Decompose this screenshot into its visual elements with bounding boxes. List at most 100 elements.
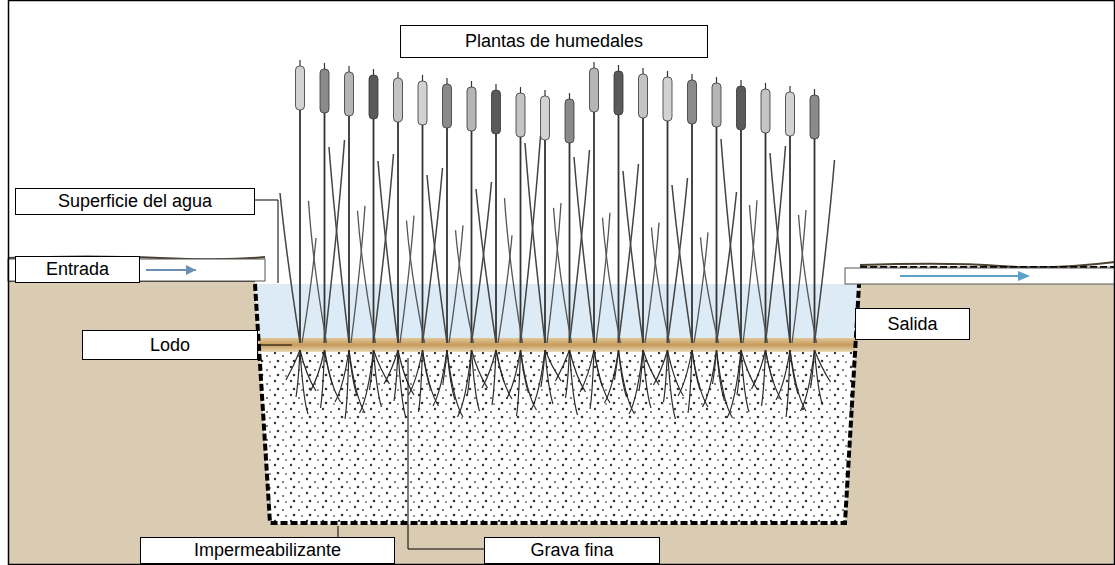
plant-stem bbox=[348, 116, 350, 343]
plant-stem bbox=[324, 113, 326, 343]
outlet-label: Salida bbox=[855, 308, 970, 340]
plant-root bbox=[433, 350, 447, 406]
plant-tip bbox=[740, 80, 741, 86]
plant-leaf bbox=[668, 178, 688, 343]
plant-root bbox=[762, 350, 766, 406]
plant-leaf bbox=[400, 216, 414, 343]
plant-leaf bbox=[505, 198, 523, 343]
plant-root bbox=[664, 350, 668, 402]
plant-root bbox=[737, 350, 741, 395]
plant-leaf bbox=[645, 223, 659, 343]
plant-leaf bbox=[766, 146, 786, 343]
plant-root bbox=[639, 350, 643, 391]
plant-leaf bbox=[525, 143, 545, 343]
liner bbox=[255, 268, 1115, 523]
cattail-spike bbox=[663, 77, 672, 121]
plant-stem bbox=[397, 122, 399, 343]
outlet-arrow bbox=[1018, 271, 1030, 281]
plant-tip bbox=[618, 65, 619, 71]
cattail-spike bbox=[590, 68, 599, 112]
plant-root bbox=[815, 350, 831, 382]
plant-root bbox=[615, 350, 619, 380]
plant-stem bbox=[446, 128, 448, 343]
plant-leaf bbox=[623, 171, 643, 343]
plant-leaf bbox=[694, 232, 708, 343]
plant-leaf bbox=[596, 213, 610, 343]
plant-leaf bbox=[325, 140, 345, 343]
sludge-label: Lodo bbox=[82, 330, 258, 360]
gravel-label: Grava fina bbox=[484, 537, 660, 564]
plant-root bbox=[370, 350, 374, 390]
plant-stem bbox=[520, 137, 522, 343]
plant-root bbox=[605, 350, 619, 403]
plant-leaf bbox=[351, 206, 365, 343]
plant-root bbox=[443, 350, 447, 383]
leader-line bbox=[255, 200, 278, 283]
plant-leaf bbox=[721, 139, 741, 343]
plant-tip bbox=[495, 84, 496, 90]
plant-leaf bbox=[358, 211, 376, 343]
inlet-arrow bbox=[186, 265, 196, 275]
outlet-arrow bbox=[900, 275, 1020, 277]
plant-root bbox=[374, 350, 382, 407]
plant-tip bbox=[716, 77, 717, 83]
cattail-spike bbox=[712, 83, 721, 127]
leader-line bbox=[338, 526, 339, 537]
cattail-spike bbox=[492, 90, 501, 134]
plant-leaf bbox=[743, 200, 757, 343]
cattail-spike bbox=[320, 69, 329, 113]
plant-leaf bbox=[799, 215, 817, 343]
cattail-spike bbox=[394, 78, 403, 122]
plant-root bbox=[619, 350, 635, 414]
plant-root bbox=[531, 350, 545, 410]
plant-leaf bbox=[449, 225, 463, 343]
plant-root bbox=[423, 350, 439, 406]
plant-root bbox=[811, 350, 815, 388]
plant-stem bbox=[422, 125, 424, 343]
plant-leaf bbox=[280, 193, 300, 343]
plant-root bbox=[394, 350, 398, 401]
plant-root bbox=[472, 350, 480, 411]
cattail-spike bbox=[516, 93, 525, 137]
plant-tip bbox=[544, 90, 545, 96]
plant-stem bbox=[299, 110, 301, 343]
cattail-spike bbox=[541, 96, 550, 140]
plant-stem bbox=[593, 112, 595, 343]
plant-leaf bbox=[472, 182, 492, 343]
label-text: Plantas de humedales bbox=[465, 31, 643, 52]
wetland-plants bbox=[280, 60, 835, 419]
plant-root bbox=[741, 350, 749, 412]
plant-root bbox=[643, 350, 651, 408]
plant-leaf bbox=[456, 230, 474, 343]
plant-tip bbox=[373, 69, 374, 75]
cattail-spike bbox=[345, 72, 354, 116]
plant-root bbox=[468, 350, 472, 394]
label-text: Superficie del agua bbox=[58, 191, 212, 212]
leader-line bbox=[408, 358, 484, 549]
plant-leaf bbox=[603, 218, 621, 343]
plant-root bbox=[713, 350, 717, 384]
plant-tip bbox=[299, 60, 300, 66]
plant-stem bbox=[471, 131, 473, 343]
water-surface-label: Superficie del agua bbox=[15, 188, 255, 215]
cattail-spike bbox=[786, 92, 795, 136]
plant-leaf bbox=[547, 203, 561, 343]
cattail-spike bbox=[565, 99, 574, 143]
plant-root bbox=[790, 350, 806, 411]
plant-tip bbox=[324, 63, 325, 69]
plant-root bbox=[786, 350, 790, 417]
plant-root bbox=[398, 350, 406, 418]
cattail-spike bbox=[688, 80, 697, 124]
plant-root bbox=[703, 350, 717, 407]
plant-root bbox=[590, 350, 594, 409]
plant-stem bbox=[618, 115, 620, 343]
plant-leaf bbox=[815, 160, 835, 343]
plant-label: Plantas de humedales bbox=[400, 25, 708, 58]
plant-tip bbox=[667, 71, 668, 77]
plant-root bbox=[727, 350, 741, 418]
plant-root bbox=[296, 350, 300, 397]
plant-stem bbox=[495, 134, 497, 343]
plant-stem bbox=[740, 130, 742, 343]
plant-leaf bbox=[570, 150, 590, 343]
